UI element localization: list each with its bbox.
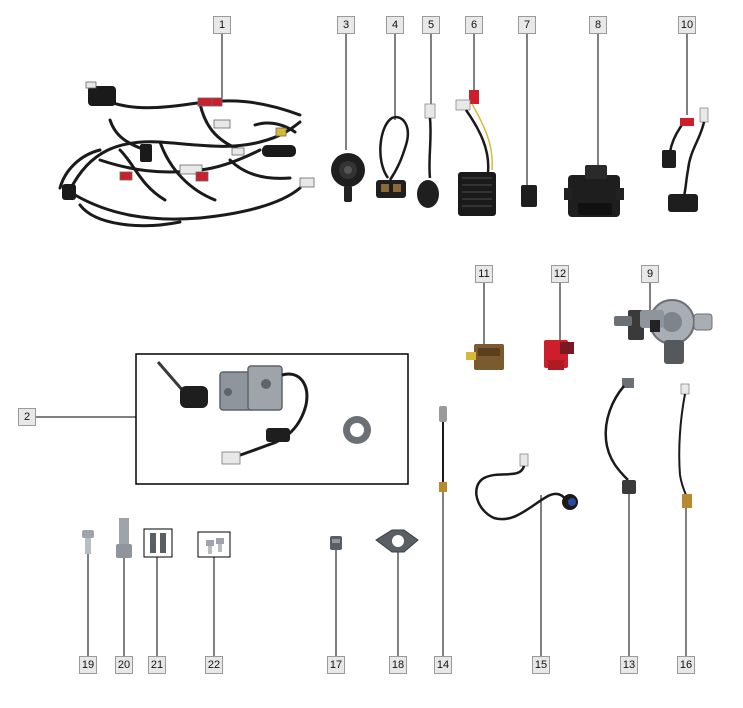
bolt-19: [82, 530, 94, 554]
part-number-1: 1: [213, 16, 231, 34]
bolt-21-box: [143, 528, 173, 558]
part-number-16: 16: [677, 656, 695, 674]
part-number-13: 13: [620, 656, 638, 674]
horn: [331, 153, 365, 202]
bolt-21: [150, 533, 166, 553]
part-number-22: 22: [205, 656, 223, 674]
ignition-switch-group-box: [135, 353, 409, 485]
carburetor: [614, 299, 713, 364]
part-number-8: 8: [589, 16, 607, 34]
part-number-4: 4: [386, 16, 404, 34]
harness-connectors: [85, 81, 315, 188]
relay-red: [544, 340, 574, 370]
flasher-unit: [417, 103, 439, 208]
bolt-22: [206, 538, 224, 554]
ignition-switch-set: [156, 361, 371, 465]
regulator-rectifier: [455, 90, 496, 216]
relay-brown: [466, 344, 504, 370]
bolt-22-box: [197, 531, 231, 558]
cdi-unit: [564, 165, 624, 217]
bolt-20: [116, 518, 132, 558]
leader-lines: [36, 34, 688, 656]
part-number-7: 7: [518, 16, 536, 34]
part-number-6: 6: [465, 16, 483, 34]
part-number-10: 10: [678, 16, 696, 34]
sensor-cable-13: [604, 378, 636, 494]
part-number-20: 20: [115, 656, 133, 674]
ignition-coil: [662, 107, 709, 212]
part-number-3: 3: [337, 16, 355, 34]
sensor-cable-16: [678, 383, 692, 508]
part-number-5: 5: [422, 16, 440, 34]
sensor-cable-14: [439, 406, 447, 492]
part-number-19: 19: [79, 656, 97, 674]
part-number-17: 17: [327, 656, 345, 674]
part-number-12: 12: [551, 265, 569, 283]
part-number-14: 14: [434, 656, 452, 674]
wiring-harness: [58, 86, 302, 228]
pickup-coil: [475, 453, 578, 521]
part-number-21: 21: [148, 656, 166, 674]
part-number-9: 9: [641, 265, 659, 283]
part-number-18: 18: [389, 656, 407, 674]
part-number-2: 2: [18, 408, 36, 426]
relay-small: [521, 185, 537, 207]
part-number-11: 11: [475, 265, 493, 283]
gasket: [375, 529, 419, 553]
small-nut: [330, 536, 342, 550]
starter-relay: [376, 115, 409, 198]
part-number-15: 15: [532, 656, 550, 674]
